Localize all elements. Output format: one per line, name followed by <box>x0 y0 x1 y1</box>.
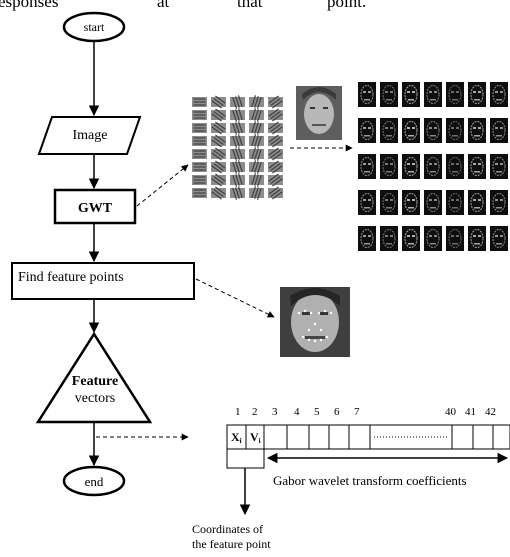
index-6: 6 <box>334 406 340 418</box>
dashed-arrow-gwt-filters <box>136 164 189 207</box>
index-4: 4 <box>294 406 300 418</box>
vector-index-labels: 1 2 3 4 5 6 7 40 41 42 <box>235 406 496 418</box>
feature-label-vectors: vectors <box>75 391 115 406</box>
v-cell-label: Vi <box>250 430 261 445</box>
index-5: 5 <box>314 406 320 418</box>
coordinates-label-line1: Coordinates of <box>192 522 263 536</box>
image-parallelogram <box>37 116 142 155</box>
feature-vector-table <box>226 424 510 469</box>
header-text-2: at <box>157 0 170 11</box>
gabor-response-images <box>358 82 508 251</box>
coordinates-box <box>226 448 265 469</box>
index-1: 1 <box>235 406 241 418</box>
index-3: 3 <box>272 406 278 418</box>
gwt-box <box>53 188 137 225</box>
header-text-3: that <box>237 0 263 11</box>
find-feature-label: Find feature points <box>18 270 124 285</box>
header-text-4: point. <box>327 0 367 11</box>
gabor-coefficients-label: Gabor wavelet transform coefficients <box>273 473 467 488</box>
end-ellipse <box>62 465 126 497</box>
image-label: Image <box>73 128 108 143</box>
end-label: end <box>85 474 104 489</box>
index-40: 40 <box>445 406 457 418</box>
header-text-1: esponses <box>0 0 59 11</box>
index-42: 42 <box>485 406 496 418</box>
find-feature-box <box>11 262 195 300</box>
coordinates-label-line2: the feature point <box>192 537 271 551</box>
feature-label-bold: Feature <box>72 374 118 389</box>
start-label: start <box>84 20 105 34</box>
dashed-arrow-find-face <box>195 278 275 318</box>
face-photo-small <box>296 86 342 140</box>
index-7: 7 <box>354 406 360 418</box>
index-2: 2 <box>252 406 258 418</box>
gwt-label: GWT <box>78 201 113 216</box>
x-cell-label: Xi <box>231 430 242 445</box>
gabor-filter-bank-image <box>192 95 283 200</box>
index-41: 41 <box>465 406 476 418</box>
face-photo-feature-points <box>280 287 350 357</box>
